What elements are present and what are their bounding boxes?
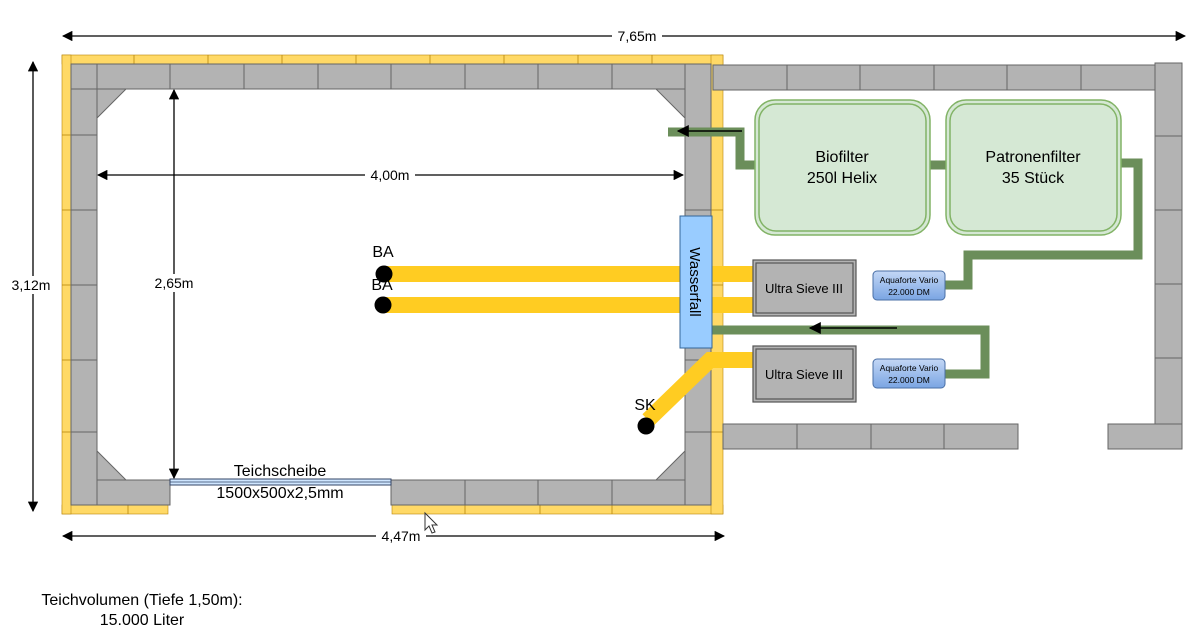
green-pipes <box>668 127 1143 379</box>
waterfall-label: Wasserfall <box>686 247 703 316</box>
pond-window <box>169 478 392 486</box>
volume-value: 15.000 Liter <box>99 612 185 629</box>
pump-2: Aquaforte Vario 22.000 DM <box>872 358 946 389</box>
filter-house-walls <box>712 62 1183 450</box>
skimmer: SK <box>634 397 656 435</box>
biofilter-label-2: 250l Helix <box>807 170 877 187</box>
skimmer-label: SK <box>634 397 656 414</box>
bottom-drain-2-label: BA <box>371 277 393 294</box>
cartridge-filter: Patronenfilter 35 Stück <box>945 99 1122 236</box>
cartridge-filter-label-1: Patronenfilter <box>985 149 1081 166</box>
bottom-drain-1: BA <box>372 244 394 283</box>
biofilter: Biofilter 250l Helix <box>754 99 931 236</box>
pond-width-label: 4,47m <box>382 528 421 544</box>
window-size: 1500x500x2,5mm <box>216 485 343 502</box>
bottom-drain-2: BA <box>371 277 393 314</box>
flow-arrows <box>676 125 897 334</box>
dimension-labels: 7,65m 4,00m 4,47m 3,12m 2,65m <box>8 27 662 545</box>
inner-height-label: 2,65m <box>155 275 194 291</box>
pump-1-name: Aquaforte Vario <box>880 275 939 285</box>
pump-1: Aquaforte Vario 22.000 DM <box>872 270 946 301</box>
ultra-sieve-1-label: Ultra Sieve III <box>765 281 843 296</box>
window-title: Teichscheibe <box>234 463 327 480</box>
ultra-sieve-1: Ultra Sieve III <box>752 259 857 317</box>
pump-1-price: 22.000 DM <box>888 287 930 297</box>
pump-2-price: 22.000 DM <box>888 375 930 385</box>
biofilter-label-1: Biofilter <box>815 149 869 166</box>
total-width-label: 7,65m <box>618 28 657 44</box>
pond-walls <box>70 63 712 506</box>
pond-corner-chamfers <box>96 88 686 481</box>
bottom-drain-1-label: BA <box>372 244 394 261</box>
cartridge-filter-label-2: 35 Stück <box>1002 170 1065 187</box>
waterfall: Wasserfall <box>679 215 713 349</box>
ultra-sieve-2-label: Ultra Sieve III <box>765 367 843 382</box>
inner-width-label: 4,00m <box>371 167 410 183</box>
pump-2-name: Aquaforte Vario <box>880 363 939 373</box>
volume-label: Teichvolumen (Tiefe 1,50m): <box>41 592 243 609</box>
outer-height-label: 3,12m <box>12 277 51 293</box>
pond-liner <box>61 54 724 515</box>
ultra-sieve-2: Ultra Sieve III <box>752 345 857 403</box>
mouse-cursor-icon <box>424 511 439 534</box>
